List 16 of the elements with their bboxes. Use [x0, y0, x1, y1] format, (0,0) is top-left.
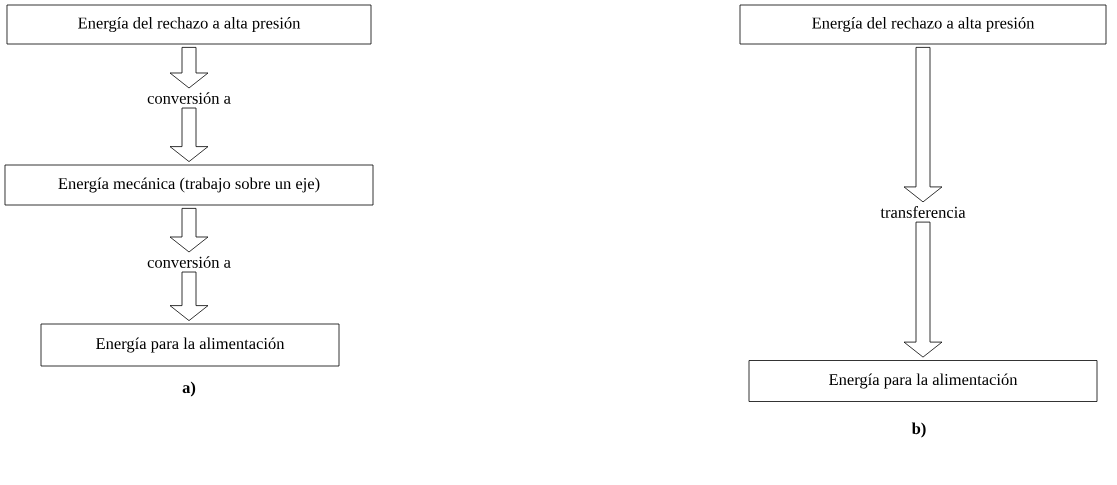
text-box: Energía para la alimentación [40, 323, 340, 367]
step-label: conversión a [147, 256, 231, 268]
step-label: transferencia [880, 206, 966, 218]
text-box: Energía del rechazo a alta presión [6, 4, 372, 45]
block-arrow [169, 47, 209, 89]
panel-label: b) [911, 422, 926, 438]
block-arrow [169, 107, 209, 162]
text-box: Energía para la alimentación [748, 360, 1098, 402]
block-arrow [903, 47, 943, 203]
block-arrow [169, 208, 209, 253]
text-box: Energía mecánica (trabajo sobre un eje) [4, 164, 374, 206]
text-box: Energía del rechazo a alta presión [739, 4, 1107, 45]
step-label: conversión a [147, 92, 231, 104]
block-arrow [169, 271, 209, 321]
panel-label: a) [182, 381, 196, 397]
block-arrow [903, 221, 943, 358]
